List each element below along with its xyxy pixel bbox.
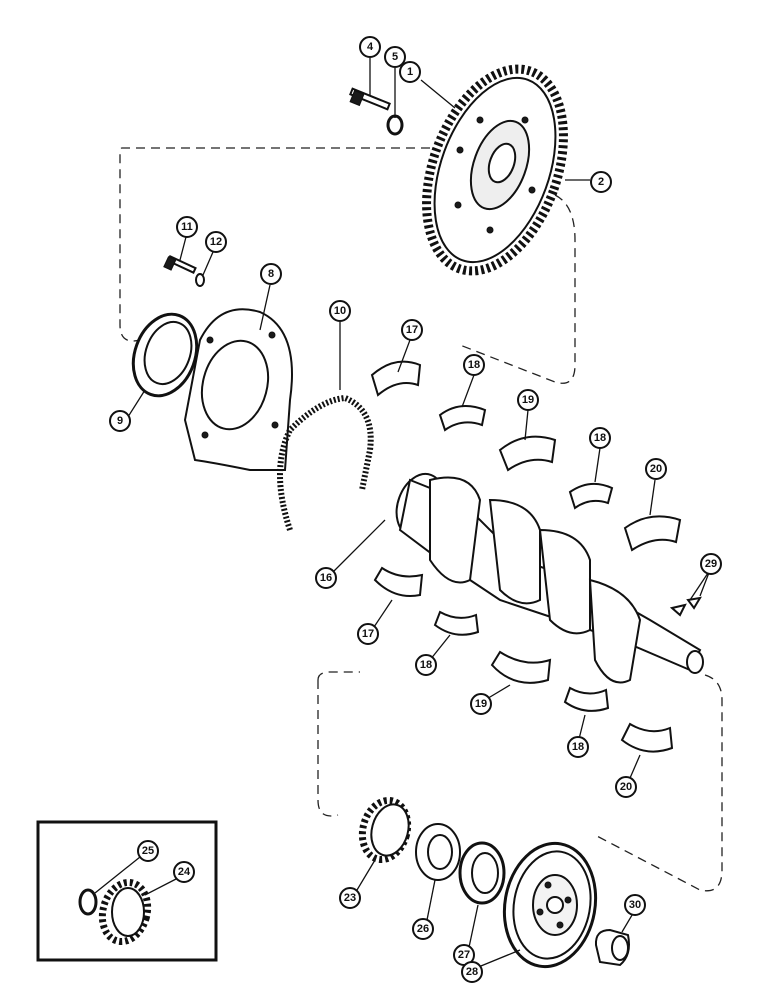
svg-text:30: 30 [629, 899, 641, 911]
woodruff-key-b [686, 596, 702, 610]
svg-text:1: 1 [407, 66, 413, 78]
callout-19-upper: 19 [517, 389, 539, 411]
callout-30: 30 [624, 894, 646, 916]
main-bearing-upper-20 [623, 515, 682, 552]
callout-17-upper: 17 [401, 319, 423, 341]
front-group-dashed-outline [317, 671, 723, 892]
svg-text:19: 19 [522, 394, 534, 406]
rod-bearing-lower-18 [433, 610, 480, 636]
svg-text:28: 28 [466, 966, 478, 978]
svg-text:16: 16 [320, 572, 332, 584]
svg-text:18: 18 [594, 432, 606, 444]
callout-23: 23 [339, 887, 361, 909]
crankshaft [395, 473, 704, 684]
callout-2: 2 [590, 171, 612, 193]
callout-16: 16 [315, 567, 337, 589]
inset-washer [78, 888, 98, 916]
rod-bearing-upper-18 [438, 405, 487, 432]
callout-12: 12 [205, 231, 227, 253]
svg-text:9: 9 [117, 415, 123, 427]
svg-text:23: 23 [344, 892, 356, 904]
svg-text:29: 29 [705, 558, 717, 570]
pulley-nut [594, 928, 630, 967]
woodruff-key-a [669, 603, 687, 617]
callout-18-upper-a: 18 [463, 354, 485, 376]
svg-text:24: 24 [178, 866, 191, 878]
main-bearing-lower-20 [620, 722, 674, 753]
svg-text:5: 5 [392, 51, 398, 63]
flywheel-group-dashed-outline [119, 147, 576, 384]
svg-text:4: 4 [367, 41, 374, 53]
callout-10: 10 [329, 300, 351, 322]
callout-18-upper-b: 18 [589, 427, 611, 449]
retainer-washer [195, 273, 205, 287]
callout-4: 4 [359, 36, 381, 58]
main-bearing-lower-17 [373, 566, 424, 597]
rod-bearing-lower-18b [563, 686, 610, 712]
callout-20-lower: 20 [615, 776, 637, 798]
svg-text:10: 10 [334, 305, 346, 317]
svg-text:17: 17 [362, 628, 374, 640]
flywheel [422, 64, 568, 276]
callout-18-lower-a: 18 [415, 654, 437, 676]
callout-29: 29 [700, 553, 722, 575]
rear-seal-retainer [183, 308, 293, 471]
svg-text:19: 19 [475, 698, 487, 710]
svg-text:2: 2 [598, 176, 604, 188]
crankshaft-pulley [502, 841, 598, 969]
oil-slinger [415, 823, 461, 881]
callout-1: 1 [399, 61, 421, 83]
flywheel-bolt [349, 87, 391, 111]
rear-oil-seal [131, 312, 199, 398]
svg-text:18: 18 [468, 359, 480, 371]
callout-19-lower: 19 [470, 693, 492, 715]
svg-text:8: 8 [268, 268, 274, 280]
callout-9: 9 [109, 410, 131, 432]
callout-11: 11 [176, 216, 198, 238]
crankshaft-gear [358, 796, 412, 864]
svg-text:18: 18 [420, 659, 432, 671]
main-bearing-upper-19 [498, 435, 557, 472]
retainer-screw [163, 254, 197, 274]
callout-8: 8 [260, 263, 282, 285]
callout-20-upper: 20 [645, 458, 667, 480]
svg-text:25: 25 [142, 845, 154, 857]
svg-text:18: 18 [572, 741, 584, 753]
callout-28: 28 [461, 961, 483, 983]
flywheel-washer [386, 114, 404, 136]
callout-17-lower: 17 [357, 623, 379, 645]
svg-text:20: 20 [650, 463, 662, 475]
svg-text:26: 26 [417, 923, 429, 935]
svg-text:12: 12 [210, 236, 222, 248]
svg-text:20: 20 [620, 781, 632, 793]
callout-18-lower-b: 18 [567, 736, 589, 758]
retainer-gasket [277, 394, 374, 531]
front-oil-seal [458, 841, 506, 905]
svg-text:17: 17 [406, 324, 418, 336]
rod-bearing-upper-18b [568, 482, 614, 510]
callout-24: 24 [173, 861, 195, 883]
callout-25: 25 [137, 840, 159, 862]
leader-lines [94, 58, 711, 969]
callout-26: 26 [412, 918, 434, 940]
inset-gear [98, 878, 152, 946]
main-bearing-upper-17 [370, 360, 422, 397]
svg-text:11: 11 [181, 221, 193, 233]
svg-text:27: 27 [458, 949, 470, 961]
callout-5: 5 [384, 46, 406, 68]
main-bearing-lower-19 [490, 650, 552, 684]
